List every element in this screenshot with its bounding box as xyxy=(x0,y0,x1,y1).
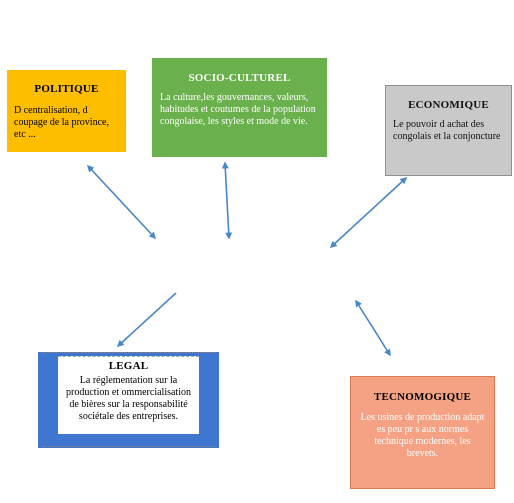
legal-dotted-border-bottom xyxy=(42,446,215,448)
legal-inner-panel: LEGAL La réglementation sur la productio… xyxy=(58,356,199,434)
arrow-economique xyxy=(329,176,408,249)
tecnomogique-box: TECNOMOGIQUE Les usines de production ad… xyxy=(350,376,495,489)
arrow-tecno xyxy=(355,299,391,357)
socio-culturel-box: SOCIO-CULTUREL La culture,les gouvernanc… xyxy=(152,58,327,157)
socio-culturel-text: La culture,les gouvernances, valeurs, ha… xyxy=(160,92,316,127)
politique-text: D centralisation, d coupage de la provin… xyxy=(14,105,109,140)
economique-box: ECONOMIQUE Le pouvoir d achat des congol… xyxy=(385,85,512,176)
legal-dotted-border-top xyxy=(42,352,215,354)
economique-text: Le pouvoir d achat des congolais et la c… xyxy=(393,119,501,142)
arrow-socio xyxy=(221,161,233,240)
socio-culturel-title: SOCIO-CULTUREL xyxy=(188,72,291,84)
tecnomogique-text: Les usines de production adapt es peu pr… xyxy=(360,412,485,459)
politique-title: POLITIQUE xyxy=(34,83,99,95)
legal-text: La réglementation sur la production et o… xyxy=(66,375,191,422)
arrow-politique xyxy=(86,164,157,240)
economique-title: ECONOMIQUE xyxy=(408,99,489,111)
politique-box: POLITIQUE D centralisation, d coupage de… xyxy=(7,70,126,152)
legal-box: LEGAL La réglementation sur la productio… xyxy=(38,352,219,448)
arrow-legal xyxy=(116,292,177,348)
tecnomogique-title: TECNOMOGIQUE xyxy=(373,391,472,403)
legal-title: LEGAL xyxy=(108,360,149,372)
